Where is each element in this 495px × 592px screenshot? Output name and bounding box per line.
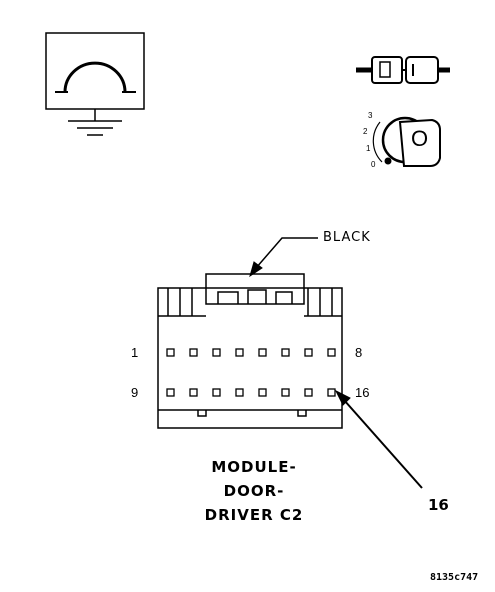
pin-label-8: 8 bbox=[355, 345, 363, 360]
pin-row-top bbox=[166, 348, 336, 357]
ground-icon bbox=[45, 32, 145, 136]
ignition-key-icon bbox=[372, 116, 441, 167]
pin-cavity-7 bbox=[304, 348, 313, 357]
pin-label-16: 16 bbox=[355, 385, 370, 400]
connector-body bbox=[157, 273, 343, 429]
figure-id: 8135c747 bbox=[430, 572, 479, 583]
pin-cavity-4 bbox=[235, 348, 244, 357]
connector-color-label: BLACK bbox=[323, 230, 371, 245]
ignition-key-letter: O bbox=[411, 126, 429, 151]
pin-cavity-14 bbox=[281, 388, 290, 397]
pin-cavity-6 bbox=[281, 348, 290, 357]
pin-cavity-15 bbox=[304, 388, 313, 397]
color-callout-leader bbox=[249, 237, 318, 278]
pin-cavity-12 bbox=[235, 388, 244, 397]
connector-plug-icon bbox=[356, 56, 450, 84]
pin-label-9: 9 bbox=[131, 385, 139, 400]
callout-pin-number: 16 bbox=[428, 496, 449, 514]
pin-cavity-11 bbox=[212, 388, 221, 397]
pin-label-1: 1 bbox=[131, 345, 139, 360]
pin-cavity-8 bbox=[327, 348, 336, 357]
connector-title-line3: DRIVER C2 bbox=[204, 506, 304, 524]
pin-cavity-16 bbox=[327, 388, 336, 397]
pin-cavity-1 bbox=[166, 348, 175, 357]
connector-title-line2: DOOR- bbox=[223, 482, 285, 500]
pin-cavity-5 bbox=[258, 348, 267, 357]
ignition-position-2: 2 bbox=[363, 127, 368, 136]
ignition-position-3: 3 bbox=[368, 111, 373, 120]
pin-16-callout-arrow bbox=[334, 389, 423, 489]
pin-cavity-3 bbox=[212, 348, 221, 357]
connector-title-line1: MODULE- bbox=[211, 458, 297, 476]
ignition-position-0: 0 bbox=[371, 160, 376, 169]
ignition-position-1: 1 bbox=[366, 144, 371, 153]
pin-cavity-13 bbox=[258, 388, 267, 397]
pin-cavity-10 bbox=[189, 388, 198, 397]
pin-row-bottom bbox=[166, 388, 336, 397]
pin-cavity-9 bbox=[166, 388, 175, 397]
pin-cavity-2 bbox=[189, 348, 198, 357]
